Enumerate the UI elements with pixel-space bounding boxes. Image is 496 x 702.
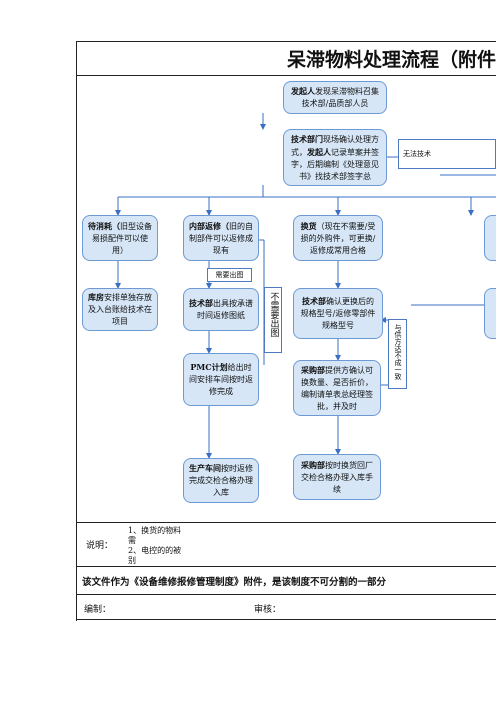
explanation-row: 说明： 1、换货的物料需 2、电控的的被别 (76, 522, 496, 567)
reviewer-label: 审核： (254, 605, 282, 615)
cutoff-note: 无法技术 (398, 139, 496, 169)
explanation-label: 说明： (86, 541, 114, 551)
exchange-box: 换货（现在不需要/受损的外购件，可更换/返修成常用合格 (293, 215, 383, 261)
tech-rework-box: 技术部出具按承谱时间返修图纸 (183, 288, 259, 331)
pmc-box: PMC计划给出时间安排车间按时返修完成 (183, 353, 259, 406)
warehouse-box: 库房安排单独存放及入台账给技术在项目 (82, 288, 158, 331)
purchase2-box: 采购部按时换货回厂交检合格办理入库手续 (293, 454, 381, 500)
flowchart: 发起人发现呆滞物料召集技术部/品质部人员 技术部门现场确认处理方式，发起人记录草… (76, 75, 496, 523)
explanation-lines: 1、换货的物料需 2、电控的的被别 (128, 526, 188, 566)
attachment-note: 该文件作为《设备维修报修管理制度》附件，是该制度不可分割的一部分 (76, 567, 496, 595)
cutoff-box-2 (484, 288, 496, 339)
production-box: 生产车间按时返修完成交检合格办理入库 (183, 458, 259, 503)
explanation-line-2: 2、电控的的被别 (128, 546, 182, 565)
purchase1-box: 采购部提供方确认可换数量、是否折价，编制请单表总经理签批，并及时 (293, 360, 381, 416)
page-title: 呆滞物料处理流程（附件 (286, 48, 496, 71)
tech-confirm-box: 技术部门现场确认处理方式，发起人记录草案并签字，后期编制《处理意见书》找技术部签… (283, 129, 387, 186)
signature-row: 编制： 审核： (76, 595, 496, 620)
start-box: 发起人发现呆滞物料召集技术部/品质部人员 (283, 81, 387, 114)
cutoff-box-1 (484, 215, 496, 261)
rework-box: 内部返修（旧的自制部件可以返修成现有 (183, 215, 259, 261)
editor-label: 编制： (84, 605, 112, 615)
scrap-box: 待消耗（旧型设备易损配件可以使用） (82, 215, 158, 261)
need-drawing-note: 需要出图 (207, 268, 252, 282)
tech-exchange-box: 技术部确认更换后的规格型号/返修零部件规格型号 (293, 288, 383, 339)
title-row: 呆滞物料处理流程（附件 (76, 41, 496, 76)
table-frame (76, 41, 496, 621)
explanation-line-1: 1、换货的物料需 (128, 526, 182, 545)
no-drawing-note: 不需要出图 (264, 287, 282, 353)
supplier-note: 与供方达不成一致 (388, 319, 407, 389)
